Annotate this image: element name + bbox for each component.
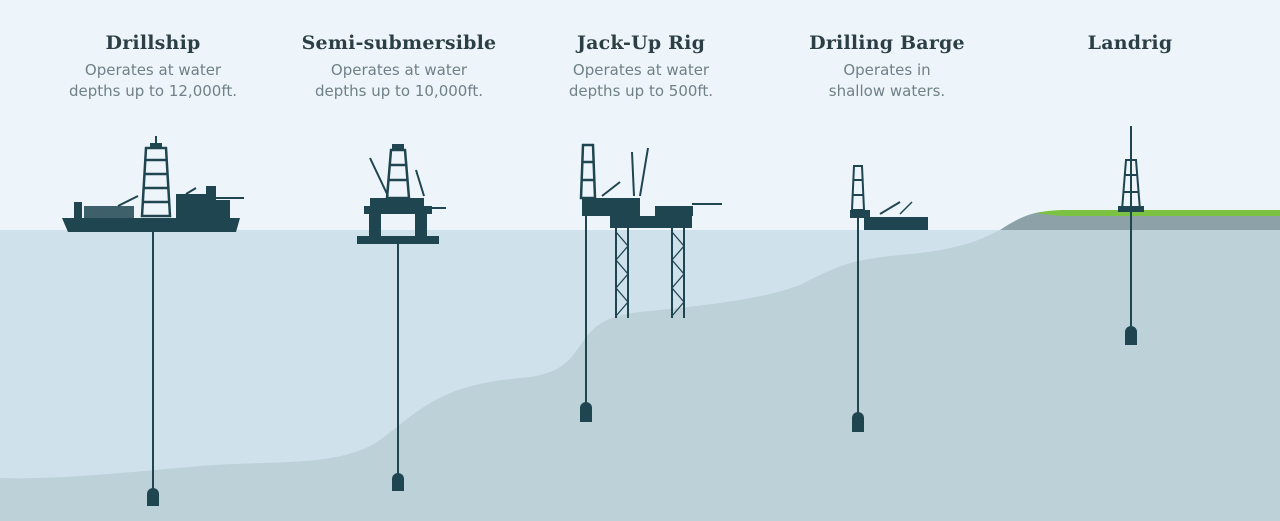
landrig-label: Landrig [1000,30,1260,60]
drillship-title: Drillship [105,32,201,54]
seabed [0,230,1280,521]
semi-submersible-label: Semi-submersible Operates at water depth… [269,30,529,102]
land [1000,212,1280,230]
jack-up-rig-icon [579,143,722,318]
jack-up-rig-desc-line2: depths up to 500ft. [568,82,714,100]
semi-submersible-desc-line1: Operates at water [330,61,468,79]
landrig-drill-bit [1125,326,1137,345]
landrig-title: Landrig [1087,32,1173,54]
drillship-label: Drillship Operates at water depths up to… [23,30,283,102]
drillship-icon [62,136,244,232]
semi-submersible-desc-line2: depths up to 10,000ft. [314,82,484,100]
jack-up-rig-drill-bit [580,402,592,422]
drillship-desc-line1: Operates at water [84,61,222,79]
drilling-barge-title: Drilling Barge [809,32,965,54]
drilling-barge-desc-line2: shallow waters. [828,82,946,100]
jack-up-rig-title: Jack-Up Rig [576,32,706,54]
drillship-desc-line2: depths up to 12,000ft. [68,82,238,100]
semi-submersible-icon [357,144,446,244]
drilling-barge-icon [850,165,928,230]
jack-up-rig-desc-line1: Operates at water [572,61,710,79]
drilling-barge-label: Drilling Barge Operates in shallow water… [757,30,1017,102]
drilling-barge-drill-bit [852,412,864,432]
grass [1036,210,1280,216]
jack-up-rig-label: Jack-Up Rig Operates at water depths up … [511,30,771,102]
drillship-drill-bit [147,488,159,506]
drilling-barge-desc-line1: Operates in [843,61,931,79]
semi-submersible-title: Semi-submersible [301,32,497,54]
semi-submersible-drill-bit [392,473,404,491]
